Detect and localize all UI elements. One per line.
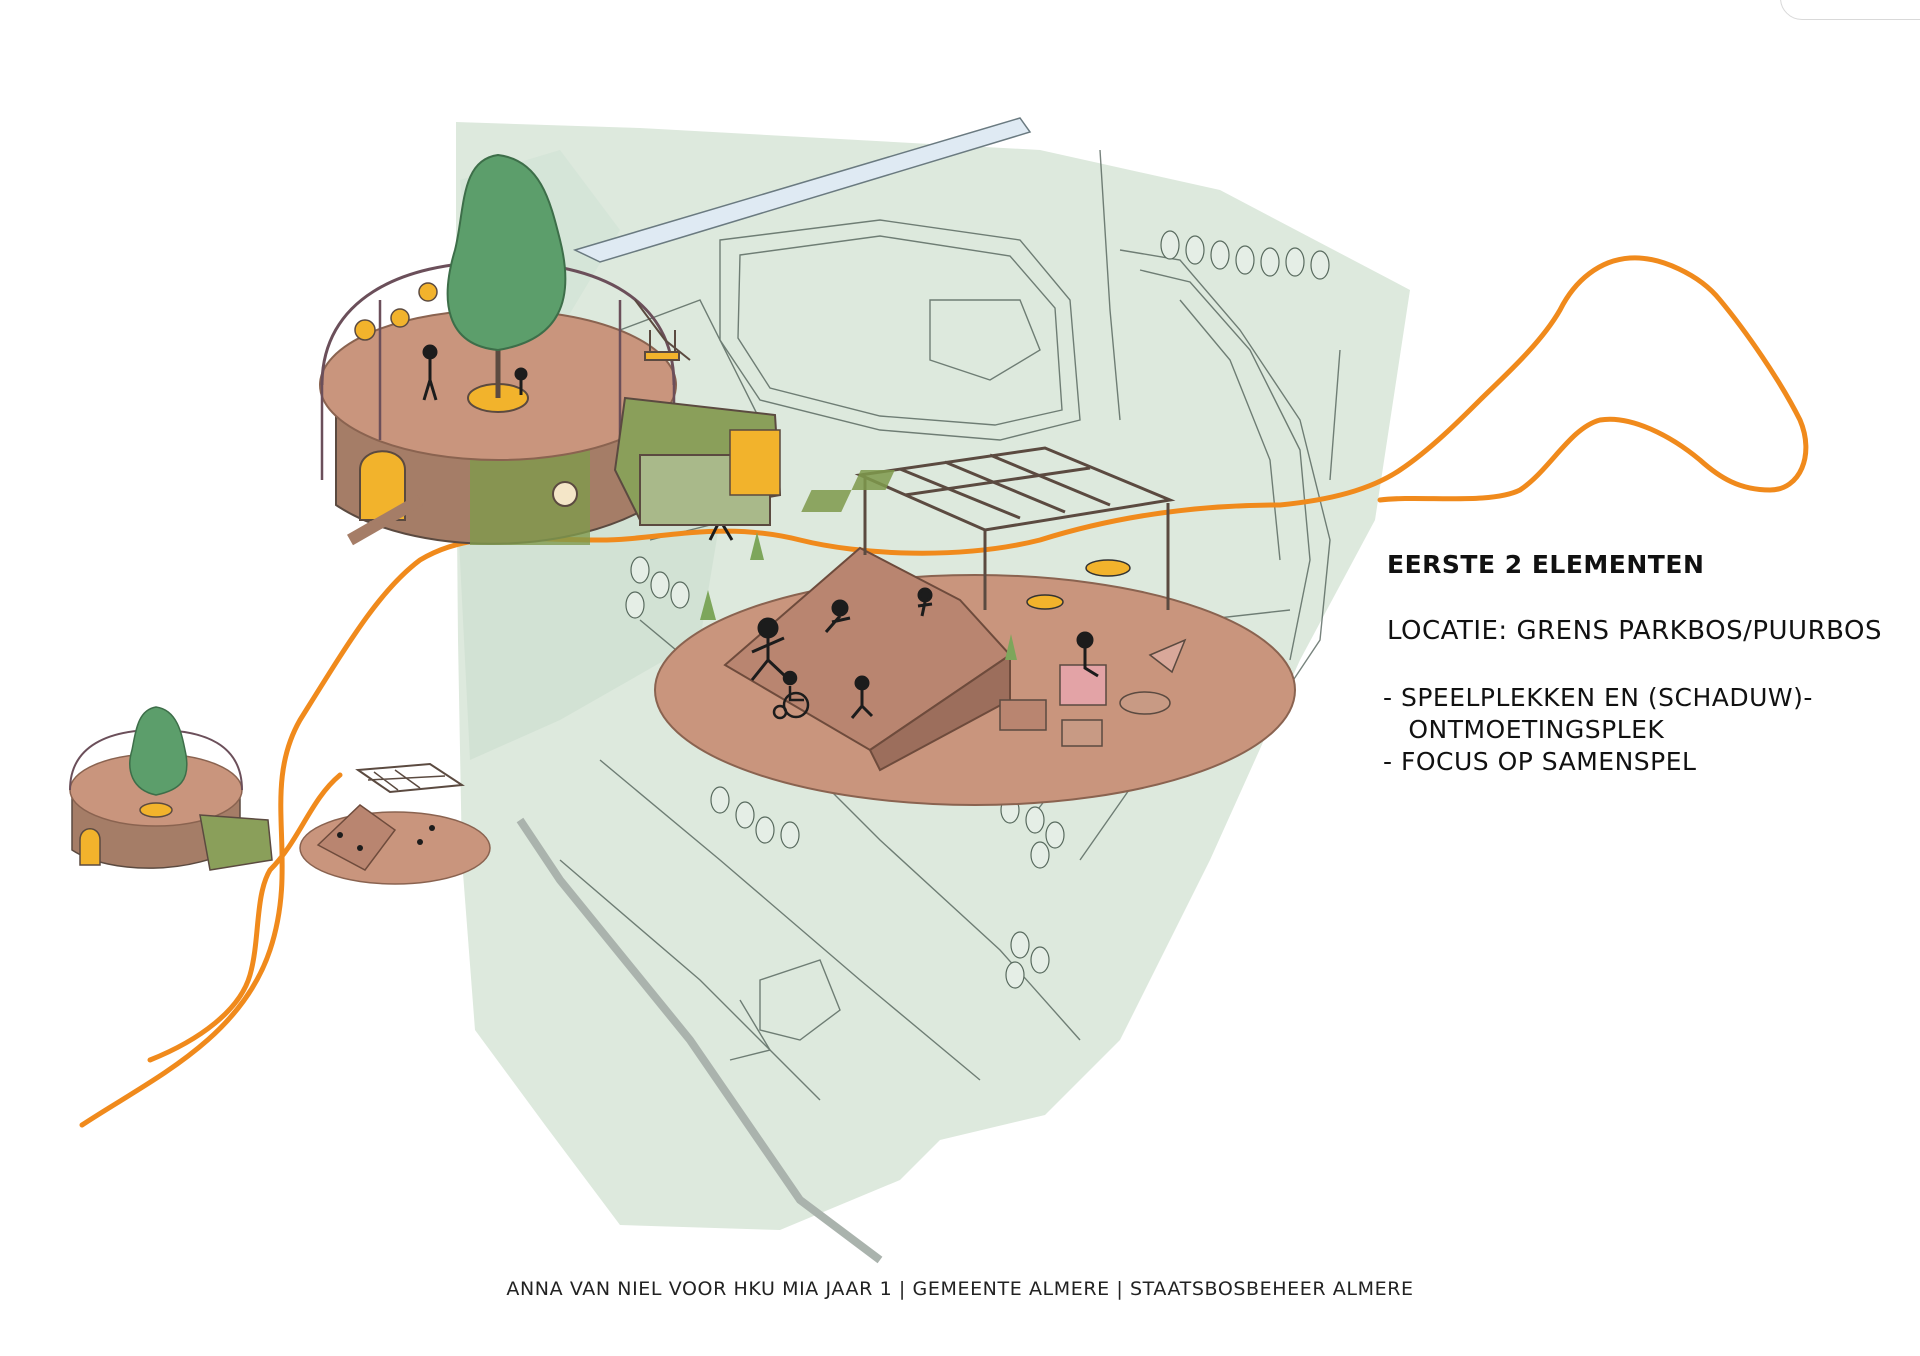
road (516, 817, 883, 1264)
walking-route (79, 255, 1809, 1128)
feature-list: - SPEELPLEKKEN EN (SCHADUW)- ONTMOETINGS… (1383, 682, 1813, 778)
tree-icon (446, 153, 567, 352)
pergola-icon (854, 446, 1176, 610)
small-meeting-platform (299, 762, 491, 885)
list-item: - FOCUS OP SAMENSPEL (1383, 747, 1697, 776)
water-canal (572, 117, 1032, 263)
list-item: - SPEELPLEKKEN EN (SCHADUW)- (1383, 683, 1813, 712)
credits: ANNA VAN NIEL VOOR HKU MIA JAAR 1 | GEME… (506, 1278, 1414, 1300)
list-item: ONTMOETINGSPLEK (1383, 715, 1665, 744)
small-round-playground (69, 706, 273, 871)
tree-cluster (625, 230, 1330, 989)
heading: EERSTE 2 ELEMENTEN (1387, 550, 1705, 579)
swing-icon (634, 299, 691, 361)
contour-lines (559, 149, 1341, 1101)
person-icon (750, 587, 1099, 719)
meeting-platform (654, 446, 1296, 806)
wheelchair-icon (772, 670, 810, 720)
round-playground (319, 153, 782, 546)
location-text: LOCATIE: GRENS PARKBOS/PUURBOS (1387, 616, 1882, 646)
